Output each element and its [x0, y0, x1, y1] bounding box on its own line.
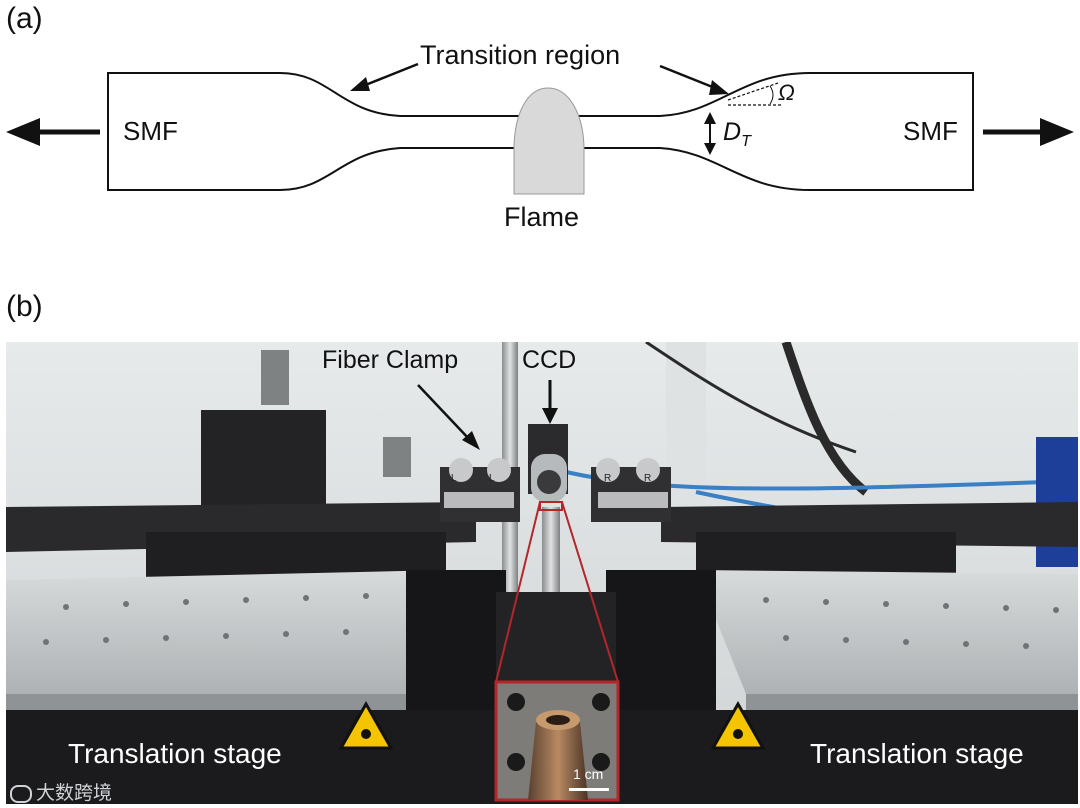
smf-left-label: SMF	[123, 116, 178, 146]
fiber-clamp-label: Fiber Clamp	[322, 346, 459, 374]
ccd-label: CCD	[522, 346, 577, 374]
transition-left-arrow	[350, 62, 419, 91]
panel-a-label: (a)	[6, 2, 43, 35]
watermark-text: 大数跨境	[36, 783, 113, 804]
diameter-subscript: T	[741, 133, 751, 150]
smf-right-label: SMF	[903, 116, 958, 146]
clamp-mark-r1: R	[604, 473, 612, 484]
watermark: 大数跨境	[10, 778, 112, 805]
ccd-arrow	[542, 380, 558, 424]
flame-label: Flame	[504, 202, 580, 232]
warning-triangle-right	[710, 700, 766, 750]
photo-setup	[6, 342, 1078, 804]
flame-shape	[513, 87, 585, 195]
clamp-mark-l1: L	[451, 473, 457, 484]
transition-right-arrow	[659, 64, 729, 95]
scale-bar-label: 1 cm	[573, 766, 604, 782]
fiber-clamp-arrow	[417, 384, 480, 450]
nozzle-inset	[494, 680, 620, 802]
diameter-label: DT	[723, 118, 751, 151]
translation-stage-left-label: Translation stage	[68, 738, 282, 769]
watermark-logo-icon	[10, 784, 32, 803]
angle-indicator	[727, 82, 782, 106]
clamp-mark-r2: R	[644, 473, 652, 484]
translation-stage-right-label: Translation stage	[810, 738, 1024, 769]
angle-label: Ω	[778, 80, 795, 105]
right-pull-arrow	[983, 118, 1074, 146]
clamp-mark-l2: L	[489, 473, 495, 484]
transition-region-label: Transition region	[420, 40, 621, 70]
fiber-outline	[107, 72, 974, 191]
left-pull-arrow	[6, 118, 100, 146]
diameter-arrow	[704, 112, 716, 155]
taper-diagram	[6, 62, 1074, 195]
panel-b-label: (b)	[6, 290, 43, 323]
photo-illustration	[6, 342, 1078, 804]
warning-triangle-left	[338, 700, 394, 750]
diameter-symbol: D	[723, 118, 742, 146]
